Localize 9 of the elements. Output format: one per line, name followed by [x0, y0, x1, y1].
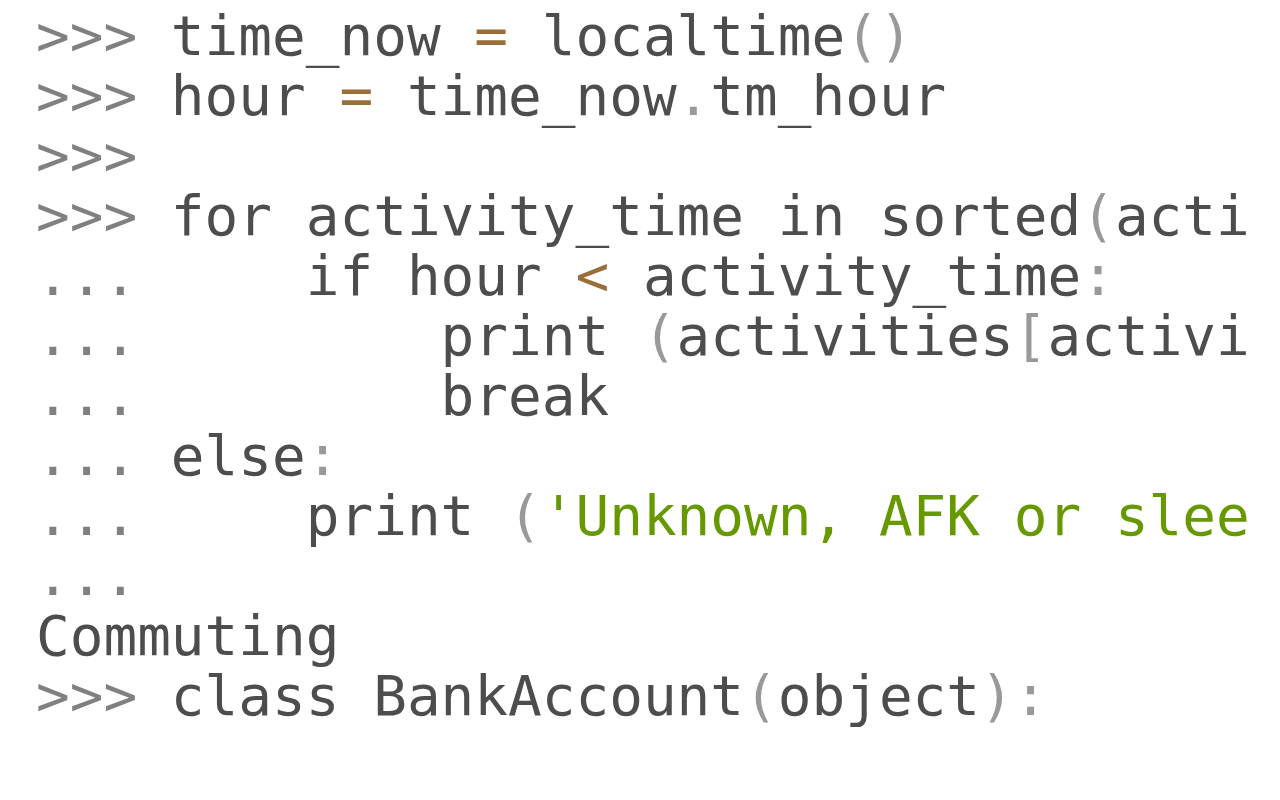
code-line: ... print ('Unknown, AFK or slee — [36, 486, 1250, 546]
code-line: >>> — [36, 126, 138, 186]
code-line: ... break — [36, 366, 610, 426]
code-line: ... else: — [36, 426, 340, 486]
code-line: >>> class BankAccount(object): — [36, 666, 1048, 726]
code-line: >>> for activity_time in sorted(acti — [36, 186, 1250, 246]
code-line: >>> time_now = localtime() — [36, 6, 913, 66]
code-line: Commuting — [36, 606, 340, 666]
code-line: ... — [36, 546, 138, 606]
